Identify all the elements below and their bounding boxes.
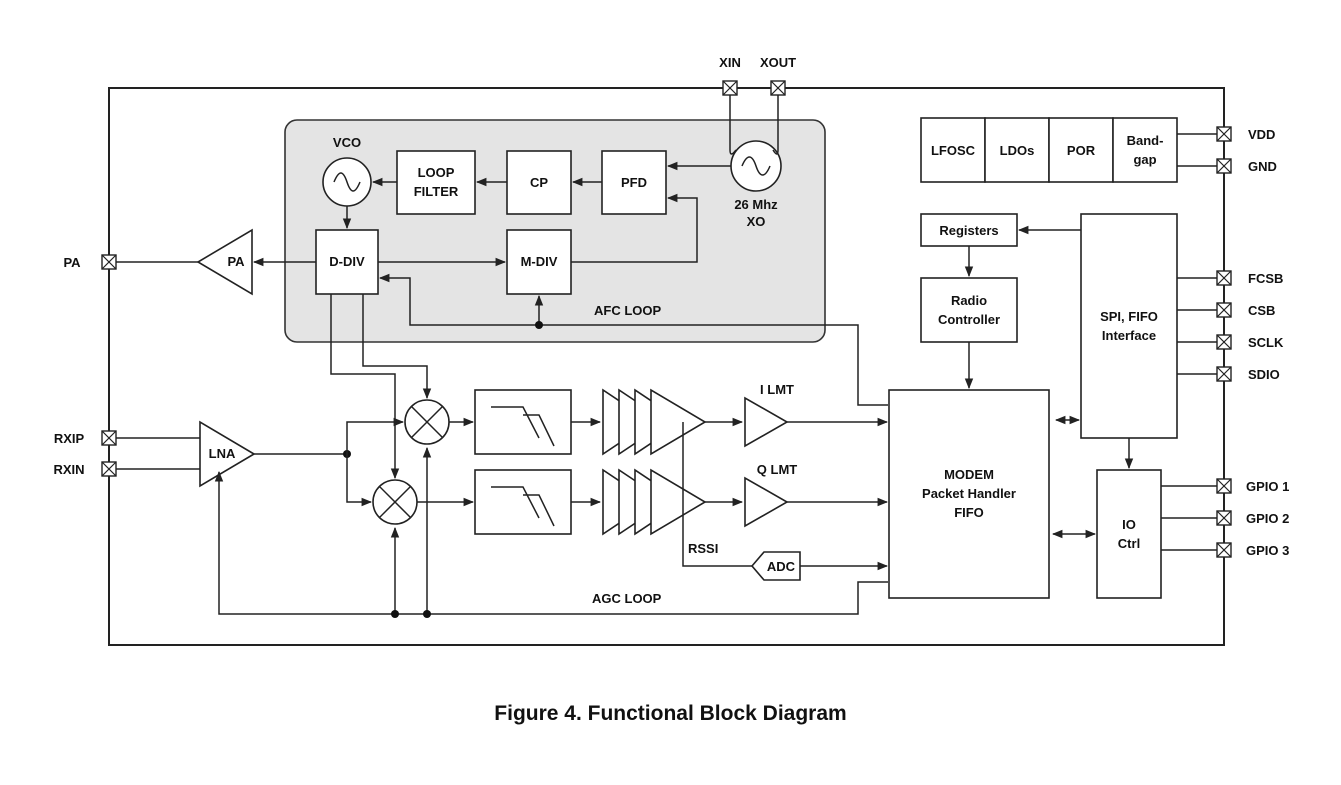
- xo-label: XO: [747, 214, 766, 229]
- q-limiter: [744, 476, 789, 528]
- sclk-pin: [1216, 334, 1232, 350]
- radio-controller-label-2: Controller: [938, 312, 1000, 327]
- functional-block-diagram: AFC LOOP 26 Mhz XO XIN XOUT VCO LOOP FIL…: [53, 55, 1289, 646]
- vdd-label: VDD: [1248, 127, 1275, 142]
- xout-label: XOUT: [760, 55, 796, 70]
- radio-controller-label-1: Radio: [951, 293, 987, 308]
- q-channel-filter: [474, 469, 572, 535]
- fcsb-label: FCSB: [1248, 271, 1283, 286]
- xin-label: XIN: [719, 55, 741, 70]
- q-lmt-label: Q LMT: [757, 462, 797, 477]
- radio-controller-block: [920, 277, 1018, 343]
- sdio-pin: [1216, 366, 1232, 382]
- io-ctrl-block: [1096, 469, 1162, 599]
- csb-label: CSB: [1248, 303, 1275, 318]
- i-limiter: [744, 396, 789, 448]
- gpio2-label: GPIO 2: [1246, 511, 1289, 526]
- csb-pin: [1216, 302, 1232, 318]
- gpio1-label: GPIO 1: [1246, 479, 1289, 494]
- spi-fifo-label-1: SPI, FIFO: [1100, 309, 1158, 324]
- ldos-label: LDOs: [1000, 143, 1035, 158]
- pfd-label: PFD: [621, 175, 647, 190]
- rssi-label: RSSI: [688, 541, 718, 556]
- fcsb-pin: [1216, 270, 1232, 286]
- xo-freq-label: 26 Mhz: [734, 197, 778, 212]
- vco-label: VCO: [333, 135, 361, 150]
- modem-block: [888, 389, 1050, 599]
- pa-pin-label: PA: [63, 255, 81, 270]
- gpio2-pin: [1216, 510, 1232, 526]
- xout-pin: [770, 80, 786, 96]
- pa-block-label: PA: [227, 254, 245, 269]
- afc-loop-label: AFC LOOP: [594, 303, 661, 318]
- lna-label: LNA: [209, 446, 236, 461]
- i-channel-filter: [474, 389, 572, 455]
- loop-filter-label-1: LOOP: [418, 165, 455, 180]
- sdio-label: SDIO: [1248, 367, 1280, 382]
- io-ctrl-label-1: IO: [1122, 517, 1136, 532]
- m-div-label: M-DIV: [521, 254, 558, 269]
- bandgap-label-1: Band-: [1127, 133, 1164, 148]
- por-label: POR: [1067, 143, 1096, 158]
- registers-block: [920, 213, 1018, 247]
- i-lmt-label: I LMT: [760, 382, 794, 397]
- registers-label: Registers: [939, 223, 998, 238]
- cp-block: [506, 150, 572, 215]
- pfd-block: [601, 150, 667, 215]
- io-ctrl-label-2: Ctrl: [1118, 536, 1140, 551]
- modem-label-1: MODEM: [944, 467, 994, 482]
- rxip-pin: [101, 430, 117, 446]
- q-amplifier-chain: [602, 468, 707, 536]
- sclk-label: SCLK: [1248, 335, 1284, 350]
- pa-pin: [101, 254, 117, 270]
- spi-fifo-interface-block: [1080, 213, 1178, 439]
- rxin-pin: [101, 461, 117, 477]
- gpio1-pin: [1216, 478, 1232, 494]
- pa-amplifier: [196, 228, 253, 296]
- bandgap-block: [1112, 117, 1178, 183]
- gnd-label: GND: [1248, 159, 1277, 174]
- lfosc-label: LFOSC: [931, 143, 976, 158]
- ldos-block: [984, 117, 1050, 183]
- loop-filter-block: [396, 150, 476, 215]
- i-amplifier-chain: [602, 388, 707, 456]
- gnd-pin: [1216, 158, 1232, 174]
- lfosc-block: [920, 117, 986, 183]
- rxip-label: RXIP: [54, 431, 85, 446]
- cp-label: CP: [530, 175, 548, 190]
- loop-filter-label-2: FILTER: [414, 184, 459, 199]
- rxin-label: RXIN: [53, 462, 84, 477]
- figure-caption: Figure 4. Functional Block Diagram: [494, 702, 847, 725]
- bandgap-label-2: gap: [1133, 152, 1156, 167]
- agc-loop-label: AGC LOOP: [592, 591, 662, 606]
- gpio3-label: GPIO 3: [1246, 543, 1289, 558]
- modem-label-3: FIFO: [954, 505, 984, 520]
- vdd-pin: [1216, 126, 1232, 142]
- xin-pin: [722, 80, 738, 96]
- i-filter-response-icon: [491, 406, 555, 447]
- lna-amplifier: [199, 420, 256, 488]
- spi-fifo-label-2: Interface: [1102, 328, 1156, 343]
- d-div-label: D-DIV: [329, 254, 365, 269]
- adc-label: ADC: [767, 559, 796, 574]
- por-block: [1048, 117, 1114, 183]
- modem-label-2: Packet Handler: [922, 486, 1016, 501]
- q-filter-response-icon: [491, 486, 555, 527]
- gpio3-pin: [1216, 542, 1232, 558]
- vco-sine-icon: [333, 172, 361, 192]
- xo-sine-icon: [741, 156, 771, 176]
